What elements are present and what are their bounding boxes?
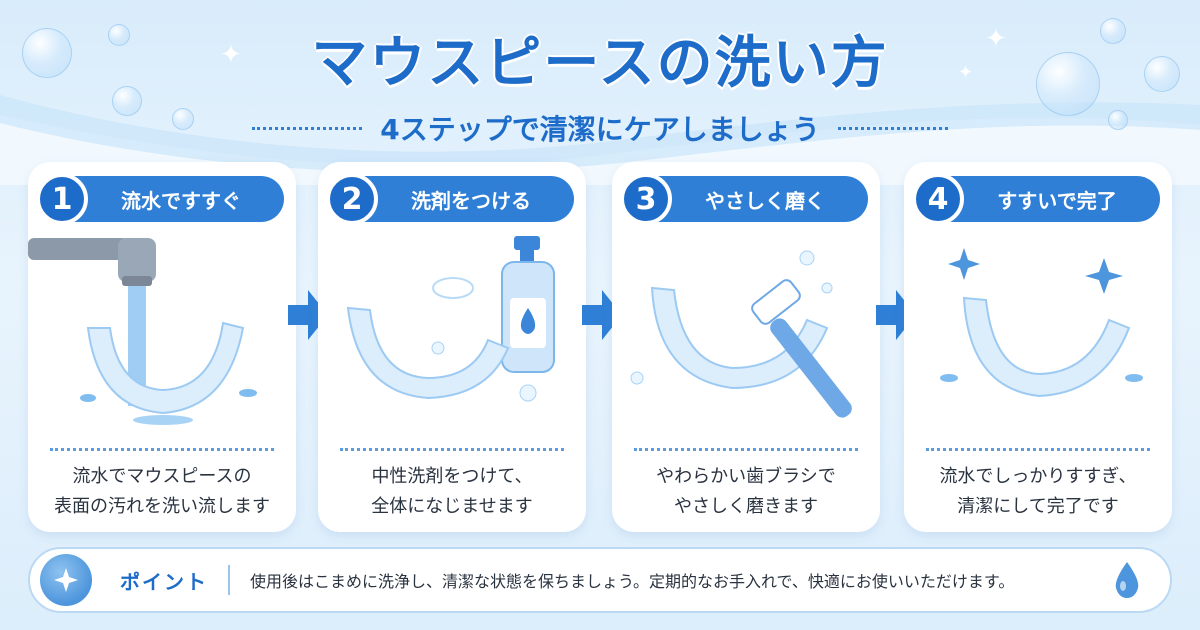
detergent-illustration (346, 236, 555, 402)
rinse-illustration (28, 238, 257, 425)
step-header: 2 洗剤をつける (326, 173, 574, 225)
step-title: すすいで完了 (997, 188, 1117, 213)
bubble-decoration (1108, 110, 1128, 130)
dotted-divider (340, 448, 564, 451)
page-title: マウスピースの洗い方 (311, 31, 889, 96)
point-text: 使用後はこまめに洗浄し、清潔な状態を保ちましょう。定期的なお手入れで、快適にお使… (250, 572, 1015, 591)
step-number: 4 (912, 173, 964, 225)
subtitle-row: 4ステップで清潔にケアしましょう (0, 108, 1200, 148)
step-title: 流水ですすぐ (121, 188, 241, 213)
step-description: 流水でマウスピースの 表面の汚れを洗い流します (54, 466, 270, 517)
step-header: 1 流水ですすぐ (36, 173, 284, 225)
bubble-decoration (22, 28, 72, 78)
step-title: やさしく磨く (705, 188, 825, 213)
step-number: 1 (36, 173, 88, 225)
step-number: 2 (326, 173, 378, 225)
bubble-decoration (112, 86, 142, 116)
step-title: 洗剤をつける (411, 188, 531, 213)
dotted-divider (926, 448, 1150, 451)
faucet-icon (28, 238, 156, 286)
header-wave (0, 95, 1200, 185)
toothbrush-icon (751, 279, 852, 418)
dotted-divider (634, 448, 858, 451)
water-drop-icon (1115, 562, 1139, 598)
sparkle-icon: ✦ (220, 40, 242, 70)
step-description: 中性洗剤をつけて、 全体になじませます (371, 466, 533, 517)
bubble-decoration (108, 24, 130, 46)
step-card-3: 3 やさしく磨く やわらかい歯ブラシで やさしく磨きます (612, 162, 880, 532)
sparkle-icon: ✦ (985, 24, 1007, 54)
bubble-decoration (1036, 52, 1100, 116)
step-description: やわらかい歯ブラシで やさしく磨きます (656, 466, 836, 517)
step-card-4: 4 すすいで完了 流水でしっかりすすぎ、 清潔にして完了です (904, 162, 1172, 532)
bubble-decoration (1144, 56, 1180, 92)
bubble-decoration (172, 108, 194, 130)
point-label: ポイント (120, 569, 208, 594)
brushing-illustration (630, 250, 852, 418)
bubble-decoration (1100, 18, 1126, 44)
finished-illustration (940, 248, 1143, 398)
step-card-2: 2 洗剤をつける 中性洗剤をつけて、 全体になじませます (318, 162, 586, 532)
divider (228, 565, 230, 595)
dotted-divider (837, 126, 948, 130)
step-description: 流水でしっかりすすぎ、 清潔にして完了です (939, 466, 1137, 517)
detergent-bottle-icon (501, 236, 555, 373)
sparkle-icon: ✦ (958, 62, 974, 83)
step-header: 3 やさしく磨く (620, 173, 868, 225)
sparkle-icon (40, 554, 92, 606)
page-subtitle: 4ステップで清潔にケアしましょう (380, 113, 820, 146)
step-card-1: 1 流水ですすぐ 流水でマウスピースの 表面の汚れを洗い流します (28, 162, 296, 532)
step-number: 3 (620, 173, 672, 225)
sparkle-icon (948, 248, 980, 280)
dotted-divider (252, 126, 363, 130)
point-tip-bar: ポイント 使用後はこまめに洗浄し、清潔な状態を保ちましょう。定期的なお手入れで、… (28, 547, 1172, 613)
step-header: 4 すすいで完了 (912, 173, 1160, 225)
dotted-divider (50, 448, 274, 451)
sparkle-icon (1085, 258, 1123, 294)
